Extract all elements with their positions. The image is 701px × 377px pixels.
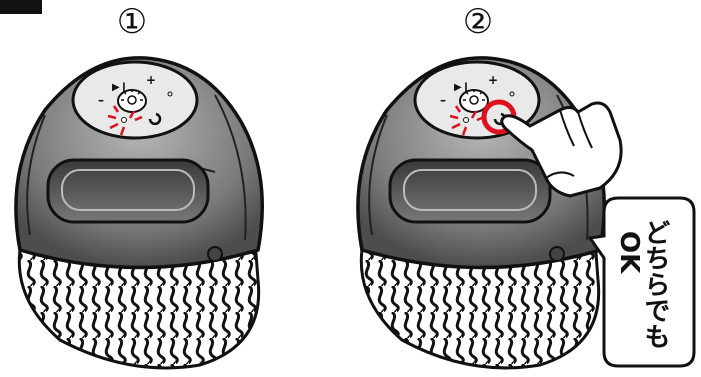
minus-label: – [98,93,104,107]
callout-text-either: どちらでも [642,218,668,350]
side-bolt-1 [208,247,222,261]
play-pause-icon: ▶❙ [454,82,470,93]
speaker-device-1: ▶❙ + – [16,58,262,368]
plus-label: + [146,73,156,87]
callout-text-ok: OK [616,222,642,282]
light-button-1 [118,90,146,112]
play-pause-icon: ▶❙ [112,82,128,93]
minus-label: – [440,93,446,107]
speaker-device-2: ▶❙ + – [358,58,621,368]
side-bolt-2 [550,247,564,261]
plus-label: + [488,73,498,87]
